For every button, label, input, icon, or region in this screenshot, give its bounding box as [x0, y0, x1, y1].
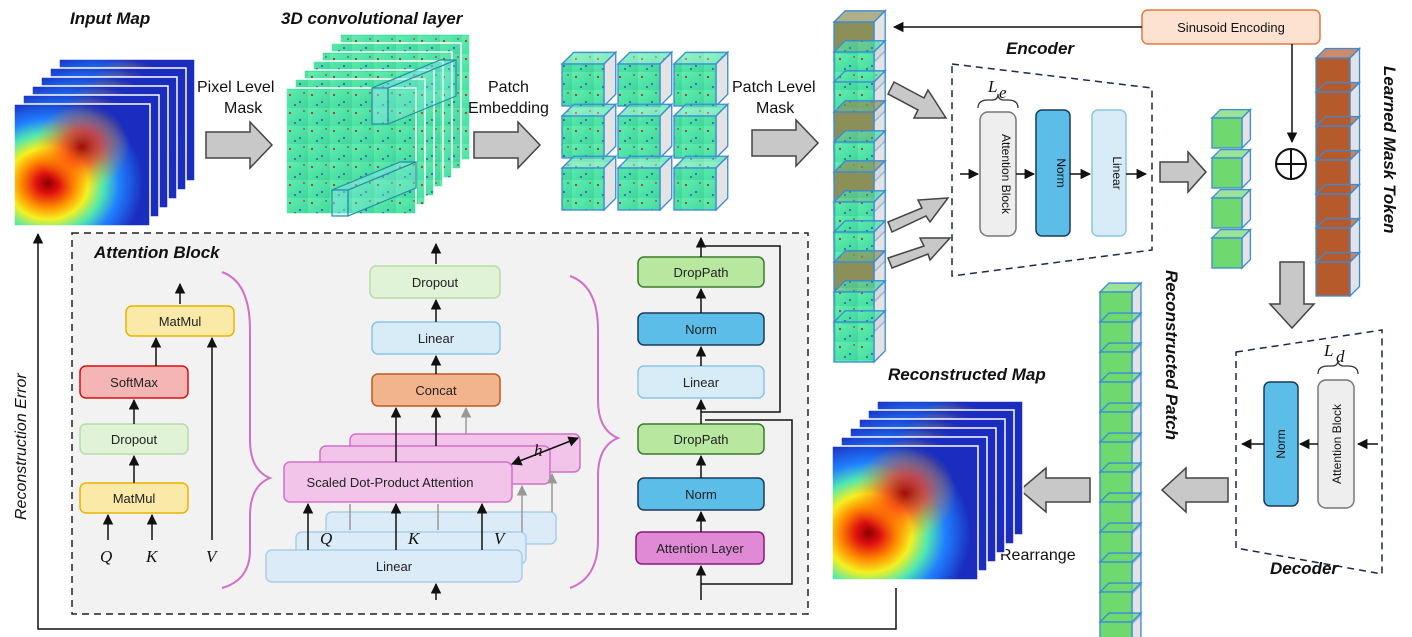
left-brace — [221, 271, 273, 589]
sdpa-k: K — [145, 547, 159, 566]
layer-norm-top-label: Norm — [685, 322, 717, 337]
pixel-mask-label-1: Pixel Level — [197, 79, 274, 96]
attention-block-title: Attention Block — [93, 243, 221, 262]
layer-linear-label: Linear — [683, 375, 720, 390]
sdpa-matmul-top: MatMul — [125, 305, 235, 337]
patch-mask-label-2: Mask — [756, 100, 795, 117]
decoder-attention-block: Attention Block — [1317, 379, 1355, 509]
mh-v: V — [494, 529, 507, 548]
conv-layer-title: 3D convolutional layer — [281, 9, 464, 28]
mh-linear-top-label: Linear — [418, 331, 455, 346]
reconstructed-patch-column — [1098, 281, 1143, 637]
pixel-mask-label-2: Mask — [224, 100, 263, 117]
sinusoid-label: Sinusoid Encoding — [1177, 20, 1285, 35]
encoder-input-arrows — [887, 80, 952, 269]
input-map-stack — [13, 58, 196, 227]
decoder-attention-label: Attention Block — [1330, 403, 1344, 484]
decoder-output-arrow — [1160, 466, 1229, 514]
sdpa-matmul-bottom-label: MatMul — [113, 491, 156, 506]
sdpa-softmax-label: SoftMax — [110, 375, 158, 390]
patch-embedding-label-1: Patch — [488, 79, 529, 96]
mh-linear-bottom-label: Linear — [376, 559, 413, 574]
encoded-patches — [1210, 108, 1252, 270]
layer-norm-bottom: Norm — [637, 477, 765, 511]
layer-droppath-bottom-label: DropPath — [674, 432, 729, 447]
reconstructed-patch-title: Reconstructed Patch — [1162, 270, 1181, 440]
mh-k: K — [407, 529, 421, 548]
encoder-repeat-symbol: L — [987, 77, 997, 96]
reconstruction-error-label: Reconstruction Error — [13, 373, 30, 520]
decoder-title: Decoder — [1270, 559, 1339, 578]
to-decoder-arrow — [1268, 261, 1316, 330]
rearrange-label: Rearrange — [1000, 547, 1076, 564]
encoder-repeat-sub: e — [999, 83, 1007, 102]
sdpa-matmul-top-label: MatMul — [159, 314, 202, 329]
sdpa-matmul-bottom: MatMul — [79, 482, 189, 514]
patch-mask-label-1: Patch Level — [732, 79, 816, 96]
learned-mask-token-title: Learned Mask Token — [1380, 66, 1399, 234]
reconstructed-map-title: Reconstructed Map — [888, 365, 1046, 384]
patch-grid — [560, 50, 730, 212]
sdpa-v: V — [206, 547, 219, 566]
sdpa-dropout: Dropout — [79, 423, 189, 455]
layer-attention-layer-label: Attention Layer — [656, 541, 744, 556]
mh-scaled-stack: Scaled Dot-Product Attention — [283, 433, 581, 503]
layer-droppath-top-label: DropPath — [674, 265, 729, 280]
reconstructed-map-stack — [831, 400, 1024, 581]
patch-column — [832, 9, 887, 364]
decoder-frame — [1235, 329, 1383, 575]
mh-scaled-dot-label: Scaled Dot-Product Attention — [307, 475, 474, 490]
learned-mask-token-stack — [1314, 46, 1362, 298]
layer-attention-layer: Attention Layer — [635, 531, 765, 565]
mh-linear-top: Linear — [371, 321, 501, 355]
sdpa-softmax: SoftMax — [79, 365, 189, 399]
conv-layer-stack — [285, 33, 471, 217]
patch-mask-arrow — [751, 118, 820, 168]
rearrange-arrow — [1018, 466, 1091, 514]
mh-dropout: Dropout — [369, 265, 501, 299]
patch-embedding-arrow — [473, 120, 542, 170]
pixel-mask-arrow — [205, 120, 274, 170]
layer-droppath-top: DropPath — [637, 256, 765, 288]
decoder-repeat-symbol: L — [1323, 341, 1333, 360]
encoder-attention-label: Attention Block — [999, 134, 1013, 215]
add-icon — [1275, 148, 1307, 180]
reconstruction-error-loop — [32, 232, 897, 630]
layer-droppath-bottom: DropPath — [637, 423, 765, 455]
mh-dropout-label: Dropout — [412, 275, 459, 290]
mh-h: h — [534, 441, 543, 460]
right-brace — [569, 275, 621, 589]
decoder-repeat-sub: d — [1336, 347, 1345, 366]
decoder-norm-label: Norm — [1274, 429, 1288, 458]
sdpa-q: Q — [100, 547, 112, 566]
mh-concat: Concat — [371, 373, 501, 407]
layer-norm-bottom-label: Norm — [685, 487, 717, 502]
decoder-norm: Norm — [1263, 381, 1299, 507]
input-map-title: Input Map — [70, 9, 150, 28]
encoder-norm: Norm — [1035, 109, 1071, 237]
mh-q: Q — [320, 529, 332, 548]
mh-concat-label: Concat — [415, 383, 457, 398]
encoder-attention-block: Attention Block — [979, 111, 1017, 237]
patch-embedding-label-2: Embedding — [468, 100, 549, 117]
layer-norm-top: Norm — [637, 312, 765, 346]
mh-linear-stack: Linear — [265, 511, 557, 583]
encoder-norm-label: Norm — [1054, 158, 1068, 187]
encoder-linear: Linear — [1091, 109, 1127, 237]
encoder-frame — [951, 63, 1153, 277]
encoder-linear-label: Linear — [1110, 156, 1124, 189]
encoder-title: Encoder — [1006, 39, 1075, 58]
layer-linear: Linear — [637, 365, 765, 399]
sinusoid-box: Sinusoid Encoding — [1141, 9, 1321, 45]
encoder-output-arrow — [1159, 150, 1208, 194]
sdpa-dropout-label: Dropout — [111, 432, 158, 447]
